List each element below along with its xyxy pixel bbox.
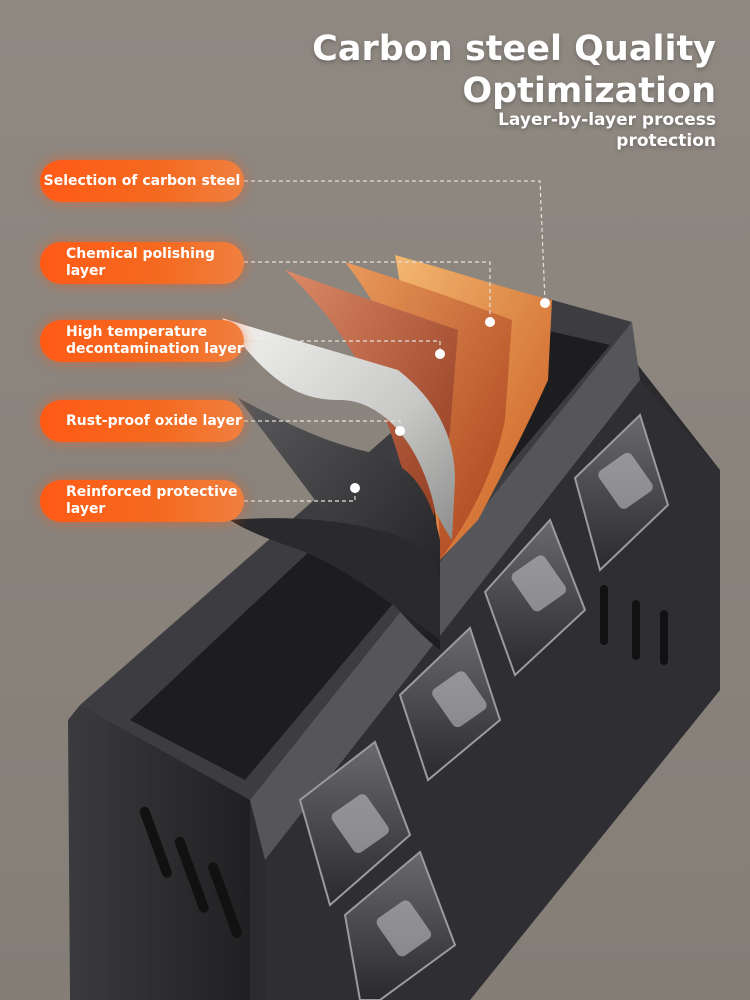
subheadline-line-1: Layer-by-layer process: [498, 110, 716, 130]
layer-label-reinforced: Reinforced protective layer: [40, 480, 244, 522]
layer-label-text: High temperature decontamination layer: [66, 324, 244, 358]
headline-line-2: Optimization: [462, 71, 716, 111]
headline-line-1: Carbon steel Quality: [312, 29, 716, 69]
layer-label-text: Selection of carbon steel: [43, 172, 241, 189]
layer-label-high-temperature: High temperature decontamination layer: [40, 320, 244, 362]
layer-label-line-2: decontamination layer: [66, 341, 244, 357]
layer-label-line-1: High temperature: [66, 324, 208, 340]
layer-label-chemical-polishing: Chemical polishing layer: [40, 242, 244, 284]
layer-label-text: Chemical polishing layer: [66, 246, 215, 279]
layer-label-text: Reinforced protective layer: [66, 484, 238, 517]
layer-label-rust-proof: Rust-proof oxide layer: [40, 400, 244, 442]
subheadline-line-2: protection: [616, 131, 716, 151]
layer-label-carbon-steel: Selection of carbon steel: [40, 160, 244, 202]
layer-label-text: Rust-proof oxide layer: [66, 412, 242, 429]
